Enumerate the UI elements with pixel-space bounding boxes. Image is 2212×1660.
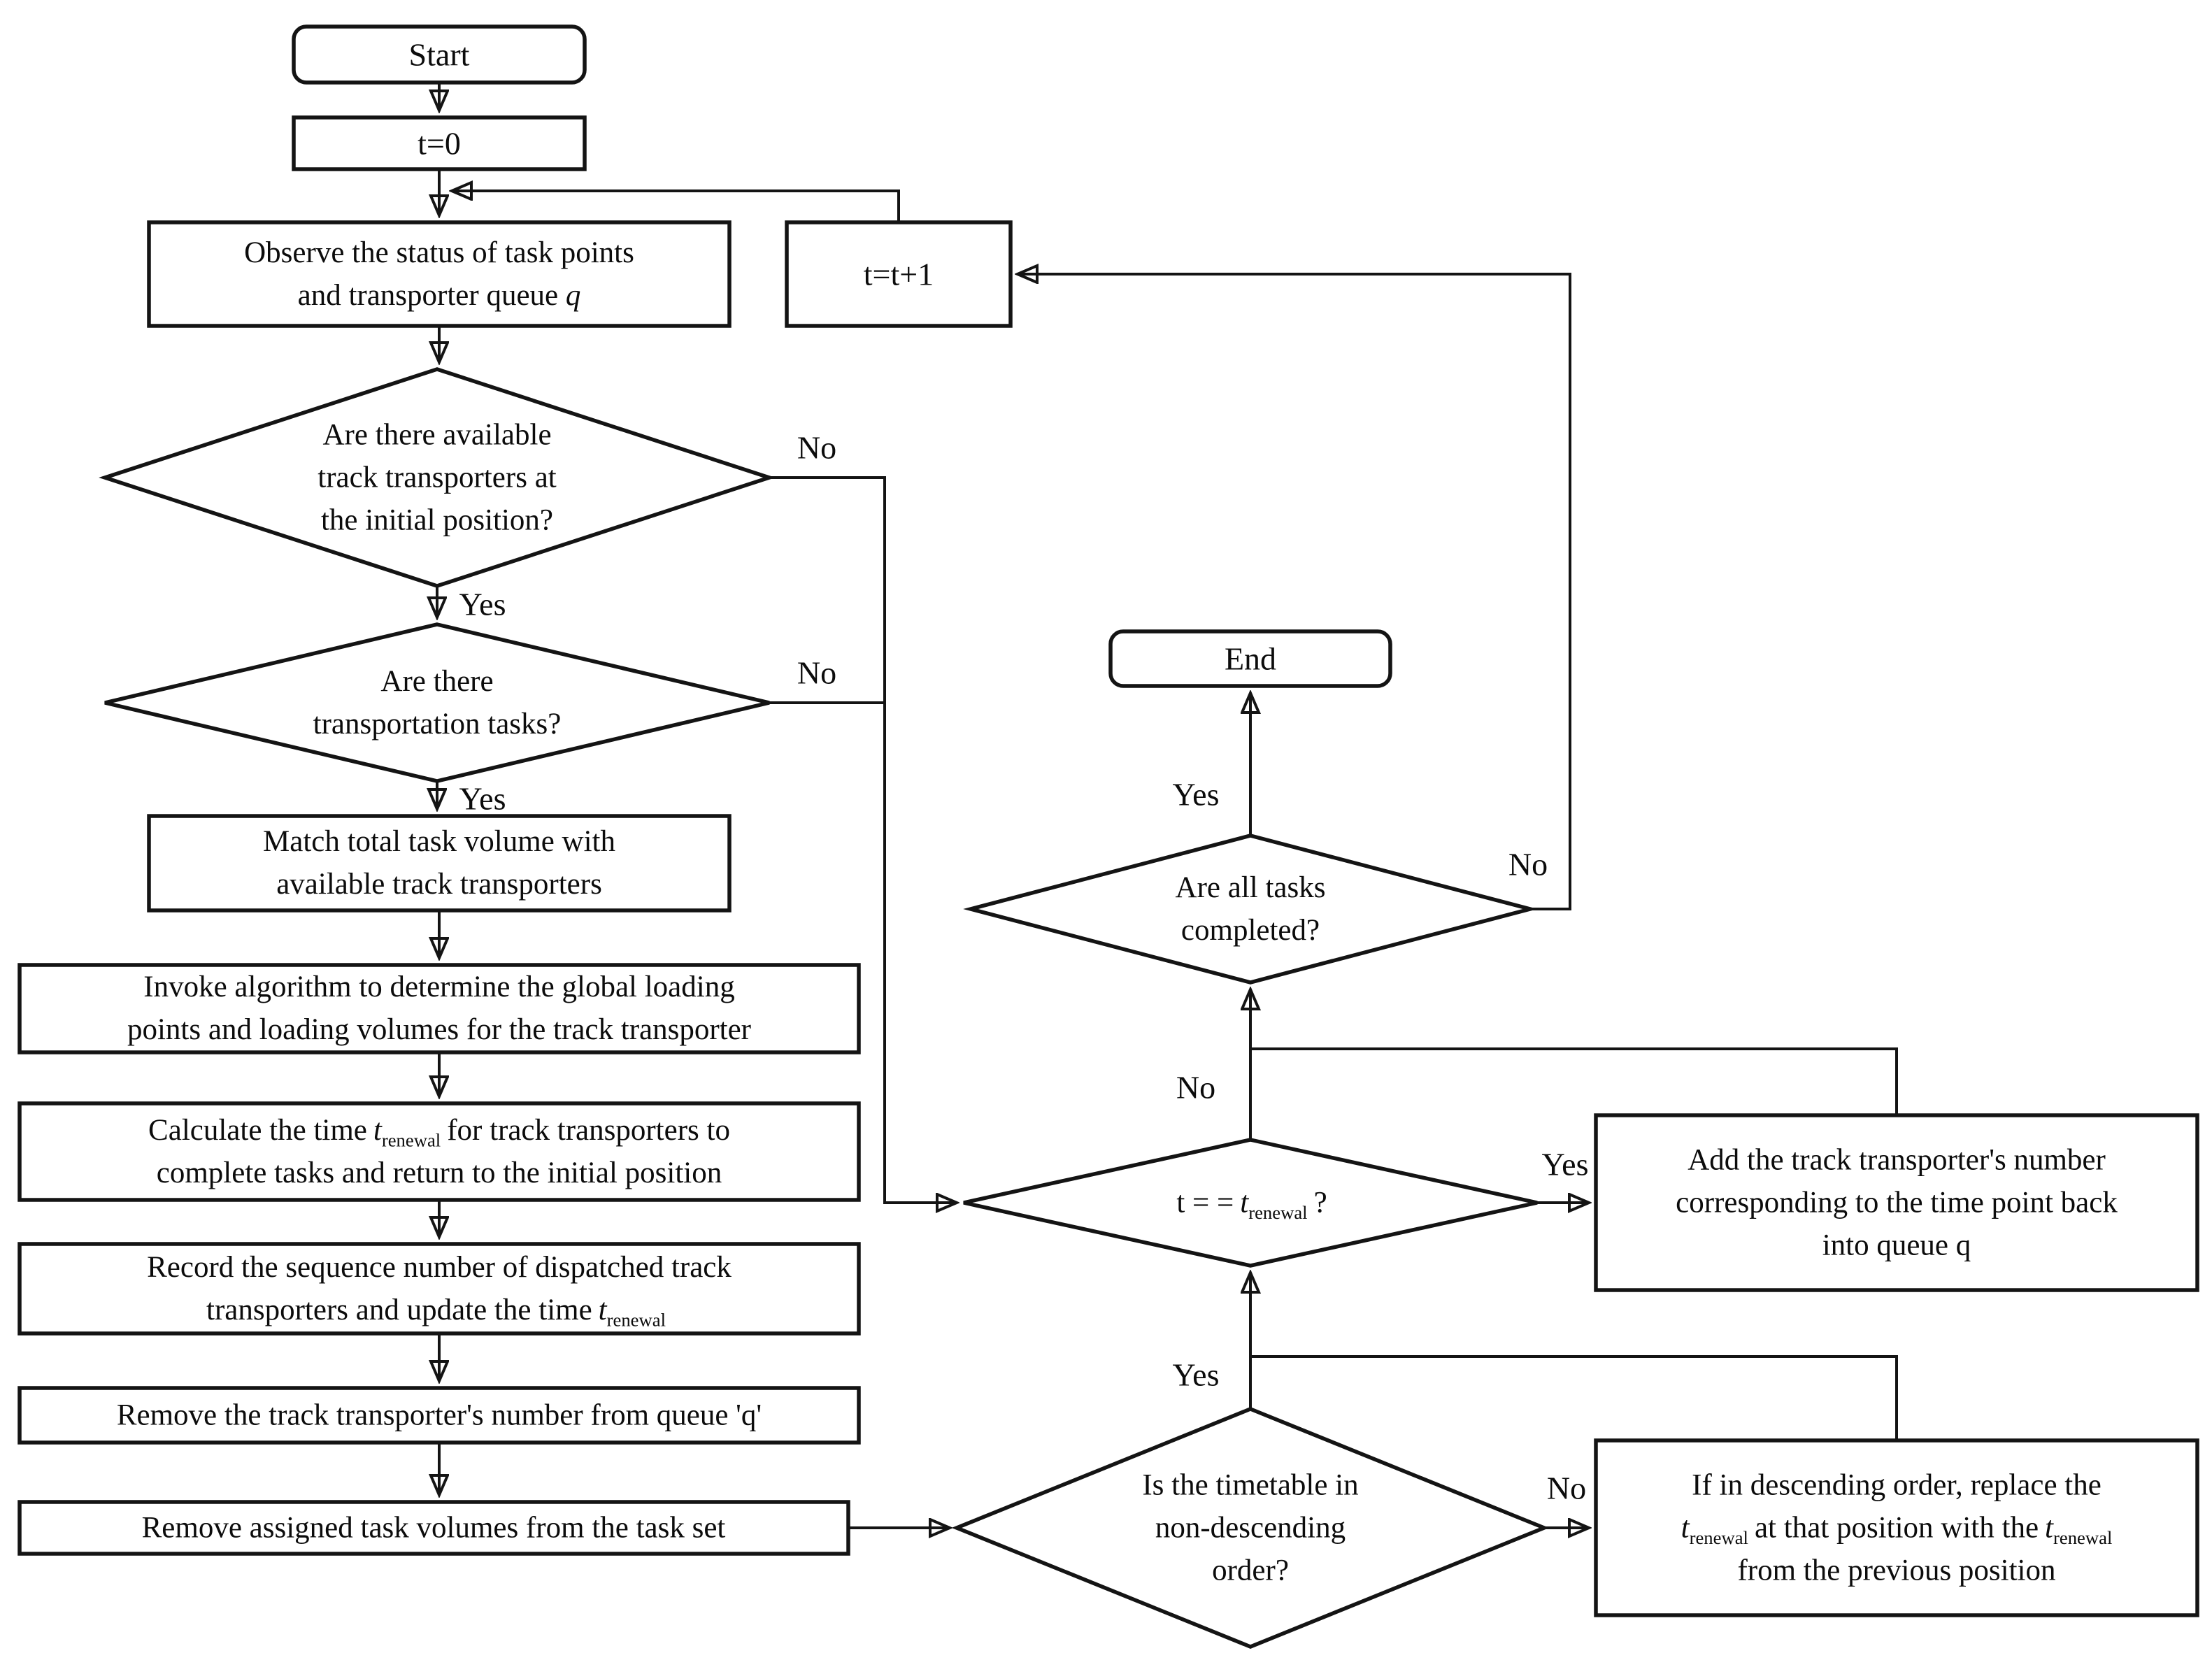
node-calc-shape <box>17 1101 861 1202</box>
node-desc-label: If in descending order, replace the tren… <box>1681 1468 2113 1587</box>
branch-label-d1-no: No <box>797 429 837 466</box>
node-tplus-label: t=t+1 <box>863 256 934 292</box>
node-end-shape <box>1108 629 1392 688</box>
branch-label-d2-no: No <box>797 654 837 691</box>
node-addq-shape <box>1594 1113 2199 1292</box>
node-d1-label: Are there available track transporters a… <box>317 418 557 537</box>
node-observe-label: Observe the status of task points and tr… <box>244 236 634 312</box>
branch-label-d3-no: No <box>1508 846 1548 882</box>
node-removetask-label: Remove assigned task volumes from the ta… <box>141 1511 726 1545</box>
node-d5-label: Is the timetable in non-descending order… <box>1142 1468 1359 1587</box>
node-record-label: Record the sequence number of dispatched… <box>147 1250 732 1331</box>
edge-desc-merge <box>1252 1355 1898 1440</box>
edge-loop-return <box>453 191 900 222</box>
node-t0-label: t=0 <box>418 125 461 162</box>
branch-label-d3-yes: Yes <box>1172 776 1220 813</box>
node-d4-label: t = =trenewal? <box>1176 1186 1327 1224</box>
branch-label-d5-no: No <box>1546 1470 1587 1506</box>
branch-label-d2-yes: Yes <box>459 780 506 817</box>
node-start-shape <box>292 24 587 85</box>
branch-label-d4-no: No <box>1176 1069 1216 1106</box>
node-end-label: End <box>1224 641 1277 677</box>
edge-d3-no <box>1019 274 1571 910</box>
node-removeq-label: Remove the track transporter's number fr… <box>116 1398 762 1432</box>
node-d3-label: Are all tasks completed? <box>1175 871 1326 947</box>
branch-label-d1-yes: Yes <box>459 586 506 622</box>
node-d2-shape <box>104 622 770 783</box>
node-d3-shape <box>963 833 1538 985</box>
node-d5-shape <box>951 1407 1550 1649</box>
node-d1-shape <box>99 367 776 588</box>
node-removetask-shape <box>17 1500 850 1556</box>
node-match-label: Match total task volume with available t… <box>263 824 615 901</box>
edge-d1-no <box>769 476 955 1203</box>
node-match-shape <box>147 814 732 913</box>
branch-label-d5-yes: Yes <box>1172 1357 1220 1393</box>
node-invoke-label: Invoke algorithm to determine the global… <box>127 970 752 1046</box>
node-record-shape <box>17 1242 861 1336</box>
node-addq-label: Add the track transporter's number corre… <box>1676 1143 2118 1262</box>
node-removeq-shape <box>17 1386 861 1445</box>
node-t0-shape <box>292 115 587 171</box>
node-observe-shape <box>147 220 732 328</box>
node-desc-shape <box>1594 1438 2199 1617</box>
edge-addq-merge <box>1252 1047 1898 1115</box>
node-d4-shape <box>963 1138 1538 1268</box>
node-start-label: Start <box>408 36 470 73</box>
node-invoke-shape <box>17 963 861 1054</box>
node-d2-label: Are there transportation tasks? <box>313 664 562 740</box>
branch-label-d4-yes: Yes <box>1541 1146 1589 1182</box>
node-tplus-shape <box>785 220 1013 328</box>
